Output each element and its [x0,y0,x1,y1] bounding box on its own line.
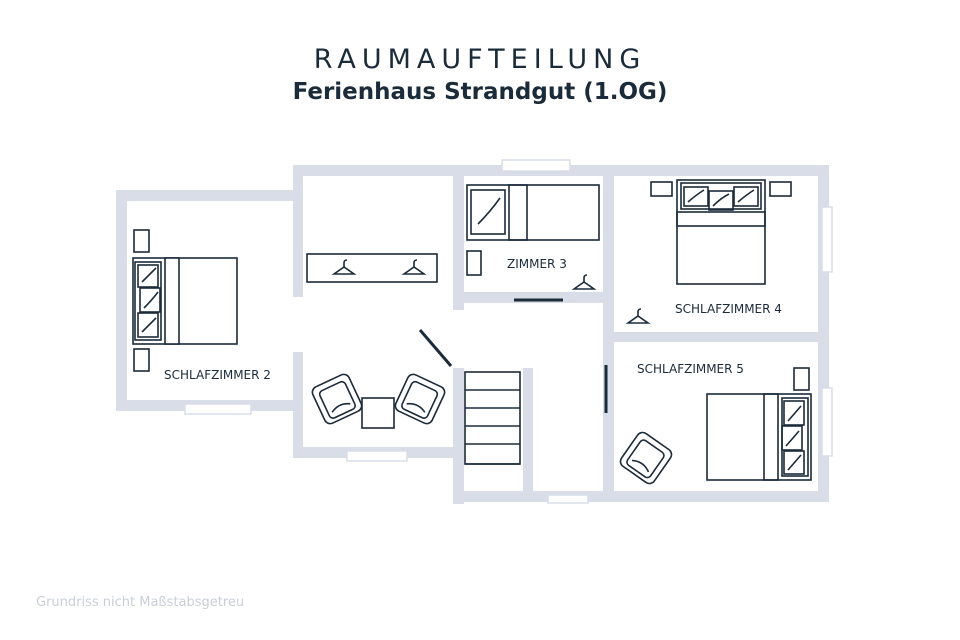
bed-zimmer-3 [466,184,600,241]
label-schlafzimmer-4: SCHLAFZIMMER 4 [675,302,782,316]
nightstand [133,229,150,253]
bed-schlafzimmer-4 [676,179,766,285]
windows [184,159,833,504]
hanger-icon [401,259,427,275]
bed-schlafzimmer-5 [706,393,812,481]
armchair [619,431,673,485]
furniture [132,179,812,485]
label-schlafzimmer-5: SCHLAFZIMMER 5 [637,362,744,376]
label-zimmer-3: ZIMMER 3 [507,257,567,271]
walls [116,165,829,504]
nightstand [769,181,792,197]
staircase [464,371,521,465]
armchair [394,373,446,425]
nightstand [133,348,150,372]
hanger-icon [571,274,597,290]
nightstand [650,181,673,197]
page-title: RAUMAUFTEILUNG [313,44,647,75]
armchair [311,373,363,425]
footnote: Grundriss nicht Maßstabsgetreu [36,595,245,610]
bed-schlafzimmer-2 [132,257,238,345]
door [418,329,453,367]
wardrobe [306,253,438,283]
hanger-icon [331,259,357,275]
hanger-icon [625,308,651,324]
label-schlafzimmer-2: SCHLAFZIMMER 2 [164,368,271,382]
page-subtitle: Ferienhaus Strandgut (1.OG) [292,79,668,105]
hangers [331,259,651,324]
doors [418,298,608,413]
nightstand [793,367,810,391]
side-table [361,397,395,429]
nightstand [466,250,482,276]
